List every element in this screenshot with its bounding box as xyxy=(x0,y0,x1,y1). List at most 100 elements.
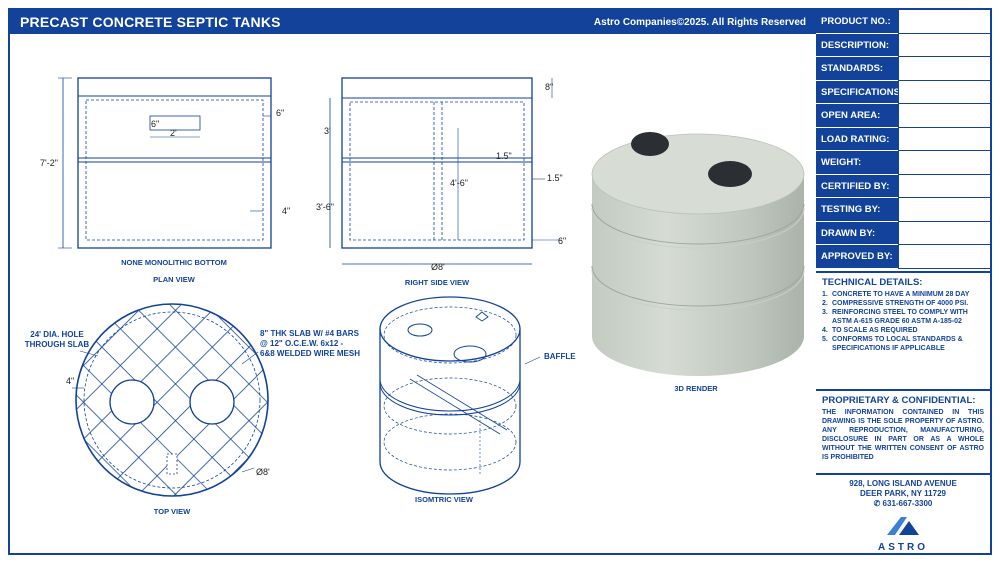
render-3d xyxy=(591,132,805,376)
title-bar: PRECAST CONCRETE SEPTIC TANKS Astro Comp… xyxy=(10,10,816,34)
page-title: PRECAST CONCRETE SEPTIC TANKS xyxy=(20,14,281,30)
field-value xyxy=(898,104,990,128)
side-caption: RIGHT SIDE VIEW xyxy=(405,278,470,287)
top-caption: TOP VIEW xyxy=(154,507,191,516)
technical-item: 5. CONFORMS TO LOCAL STANDARDS & SPECIFIC… xyxy=(822,335,986,353)
item-number: 1. xyxy=(822,291,828,298)
field-label: TESTING BY: xyxy=(816,198,898,222)
technical-item: 2. COMPRESSIVE STRENGTH OF 4000 PSI. xyxy=(822,299,986,308)
phone-number: 631-667-3300 xyxy=(882,499,933,508)
field-value xyxy=(898,151,990,175)
field-certified-by: CERTIFIED BY: xyxy=(816,174,990,198)
phone-row: ✆ 631-667-3300 xyxy=(816,499,990,509)
field-label: OPEN AREA: xyxy=(816,104,898,128)
field-label: SPECIFICATIONS: xyxy=(816,80,903,104)
item-text: COMPRESSIVE STRENGTH OF 4000 PSI. xyxy=(832,300,969,307)
item-number: 3. xyxy=(822,309,828,316)
proprietary-title: PROPRIETARY & CONFIDENTIAL: xyxy=(822,395,976,406)
field-label: DESCRIPTION: xyxy=(816,33,898,57)
proprietary-section: PROPRIETARY & CONFIDENTIAL: THE INFORMAT… xyxy=(816,389,990,473)
item-text: REINFORCING STEEL TO COMPLY WITH ASTM A-… xyxy=(832,309,968,325)
field-label: DRAWN BY: xyxy=(816,221,898,245)
address-line1: 928, LONG ISLAND AVENUE xyxy=(849,479,957,488)
field-open-area: OPEN AREA: xyxy=(816,104,990,128)
render-caption: 3D RENDER xyxy=(674,384,718,393)
plan-note: NONE MONOLITHIC BOTTOM xyxy=(121,258,227,267)
plan-dim-4: 4" xyxy=(282,206,290,216)
address-line2: DEER PARK, NY 11729 xyxy=(860,489,946,498)
field-value xyxy=(898,127,990,151)
item-text: TO SCALE AS REQUIRED xyxy=(832,327,918,334)
item-text: CONCRETE TO HAVE A MINIMUM 28 DAY xyxy=(832,291,970,298)
iso-baffle-label: BAFFLE xyxy=(544,352,576,361)
field-testing-by: TESTING BY: xyxy=(816,198,990,222)
side-dim-3: 3' xyxy=(324,126,331,136)
field-label: STANDARDS: xyxy=(816,57,898,81)
plan-view xyxy=(58,77,272,249)
company-section: 928, LONG ISLAND AVENUE DEER PARK, NY 11… xyxy=(816,473,990,553)
technical-drawing: NONE MONOLITHIC BOTTOM PLAN VIEW 7'-2" 6… xyxy=(24,77,805,516)
field-weight: WEIGHT: xyxy=(816,151,990,175)
side-view xyxy=(329,77,562,265)
logo-text: ASTRO xyxy=(878,542,928,553)
top-view xyxy=(72,303,269,497)
side-dim-15b: 1.5" xyxy=(547,173,563,183)
copyright-text: Astro Companies©2025. All Rights Reserve… xyxy=(593,17,806,28)
drawing-area: NONE MONOLITHIC BOTTOM PLAN VIEW 7'-2" 6… xyxy=(10,34,816,552)
technical-title: TECHNICAL DETAILS: xyxy=(822,277,923,288)
proprietary-text: THE INFORMATION CONTAINED IN THIS DRAWIN… xyxy=(822,409,984,461)
item-number: 4. xyxy=(822,327,828,334)
logo-mark-icon xyxy=(887,517,919,535)
field-value xyxy=(898,80,990,104)
plan-dim-2: 2' xyxy=(170,128,177,138)
field-specifications: SPECIFICATIONS: xyxy=(816,80,990,104)
top-hole-note-wrap: 24' DIA. HOLE THROUGH SLAB xyxy=(24,330,90,349)
iso-view xyxy=(379,296,541,495)
technical-list: 1. CONCRETE TO HAVE A MINIMUM 28 DAY 2. CO… xyxy=(816,290,990,353)
field-value xyxy=(898,57,990,81)
field-value xyxy=(898,33,990,57)
field-value xyxy=(898,10,990,34)
item-text: CONFORMS TO LOCAL STANDARDS & SPECIFICAT… xyxy=(832,336,963,352)
side-dim-36: 3'-6" xyxy=(316,202,334,212)
top-slab-note: 8" THK SLAB W/ #4 BARS @ 12" O.C.E.W. 6x… xyxy=(260,329,360,358)
drawing-frame xyxy=(8,8,992,555)
field-approved-by: APPROVED BY: xyxy=(816,245,990,269)
plan-dim-6r: 6" xyxy=(276,108,284,118)
field-value xyxy=(898,245,990,269)
top-dim-dia: Ø8' xyxy=(256,467,270,477)
item-number: 5. xyxy=(822,336,828,343)
field-label: WEIGHT: xyxy=(816,151,898,175)
technical-details: TECHNICAL DETAILS: 1. CONCRETE TO HAVE A … xyxy=(816,271,990,389)
side-dim-dia: Ø8' xyxy=(431,262,445,272)
technical-item: 4. TO SCALE AS REQUIRED xyxy=(822,326,986,335)
top-slab-note-wrap: 8" THK SLAB W/ #4 BARS @ 12" O.C.E.W. 6x… xyxy=(260,329,360,358)
field-value xyxy=(898,198,990,222)
field-value xyxy=(898,221,990,245)
iso-caption: ISOMTRIC VIEW xyxy=(415,495,474,504)
side-dim-15a: 1.5" xyxy=(496,151,512,161)
field-drawn-by: DRAWN BY: xyxy=(816,221,990,245)
astro-logo: ASTRO xyxy=(816,515,990,553)
technical-item: 3. REINFORCING STEEL TO COMPLY WITH ASTM … xyxy=(822,308,986,326)
plan-caption: PLAN VIEW xyxy=(153,275,196,284)
side-dim-46: 4'-6" xyxy=(450,178,468,188)
top-dim-4: 4" xyxy=(66,376,74,386)
field-label: LOAD RATING: xyxy=(816,127,898,151)
field-label: CERTIFIED BY: xyxy=(816,174,898,198)
field-load-rating: LOAD RATING: xyxy=(816,127,990,151)
item-number: 2. xyxy=(822,300,828,307)
field-description: DESCRIPTION: xyxy=(816,33,990,57)
field-label: APPROVED BY: xyxy=(816,245,898,269)
field-standards: STANDARDS: xyxy=(816,57,990,81)
field-label: PRODUCT NO.: xyxy=(816,10,898,34)
field-value xyxy=(898,174,990,198)
side-dim-8: 8" xyxy=(545,82,553,92)
plan-dim-6: 6" xyxy=(151,119,159,129)
field-product-no: PRODUCT NO.: xyxy=(816,10,990,34)
title-block: PRODUCT NO.: DESCRIPTION: STANDARDS: SPE… xyxy=(816,10,990,553)
plan-dim-height: 7'-2" xyxy=(40,158,58,168)
technical-item: 1. CONCRETE TO HAVE A MINIMUM 28 DAY xyxy=(822,290,986,299)
top-hole-note: 24' DIA. HOLE THROUGH SLAB xyxy=(24,330,90,349)
phone-icon: ✆ xyxy=(873,499,881,508)
